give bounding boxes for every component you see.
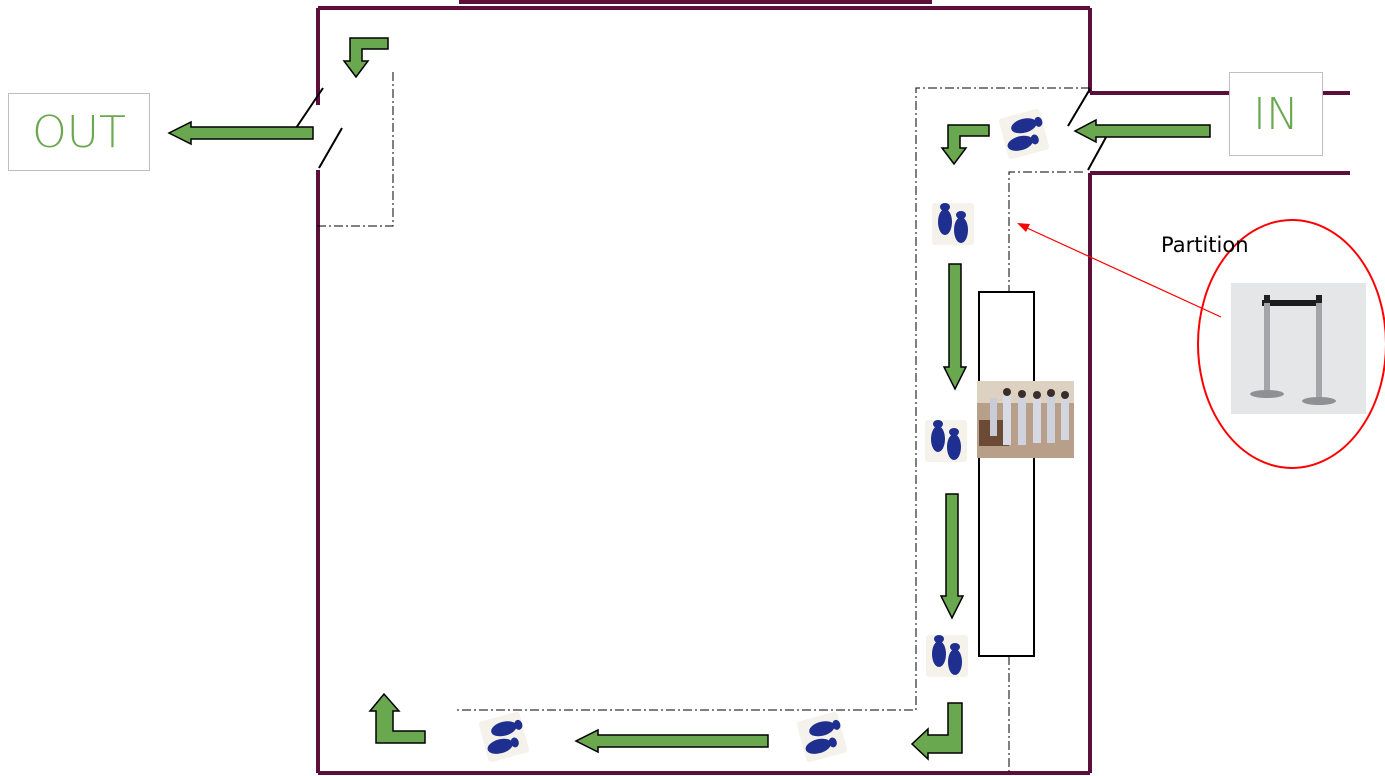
- arrow-turn-bottom-right: [910, 702, 963, 761]
- footprints-icon: [796, 711, 848, 763]
- footprints-icon: [478, 711, 530, 763]
- out-label-text: OUT: [32, 106, 126, 158]
- arrow-turn-top-right: [940, 124, 990, 166]
- arrow-bottom-left: [574, 728, 769, 754]
- callout-pointer: [1026, 227, 1222, 318]
- partition-label: Partition: [1161, 233, 1249, 257]
- arrow-turn-bottom-left: [368, 692, 426, 744]
- callout-arrowhead: [1017, 223, 1030, 232]
- arrow-out-left: [167, 120, 314, 146]
- footprints-icon: [932, 203, 974, 245]
- out-label: OUT: [8, 93, 150, 171]
- arrow-turn-exit: [342, 37, 389, 79]
- callout-ellipse: [1197, 219, 1385, 469]
- arrow-down-2: [939, 493, 965, 620]
- queue-partition: [978, 291, 1035, 657]
- footprints-icon: [998, 108, 1050, 160]
- arrow-down-1: [942, 263, 968, 391]
- footprints-icon: [925, 420, 967, 462]
- arrow-in-left: [1073, 118, 1211, 144]
- stanchion-barrier-image: [1231, 283, 1366, 414]
- in-label-text: IN: [1253, 88, 1299, 140]
- queue-photo: [977, 381, 1074, 458]
- footprints-icon: [926, 635, 968, 677]
- partition-lines: [316, 72, 1090, 773]
- exit-door: [295, 87, 343, 169]
- in-label: IN: [1229, 72, 1323, 156]
- room-walls: [316, 6, 1350, 775]
